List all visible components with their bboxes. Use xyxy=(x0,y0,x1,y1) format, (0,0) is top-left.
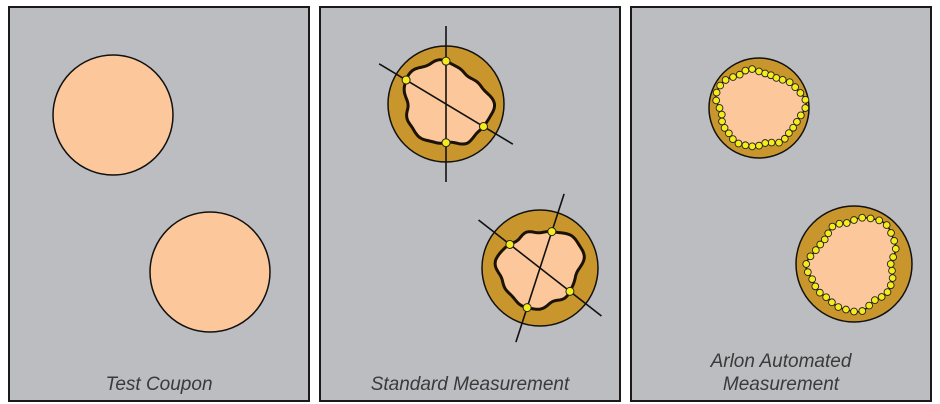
measurement-point xyxy=(875,216,884,225)
measurement-point xyxy=(780,134,789,143)
measurement-point xyxy=(858,213,867,222)
measurement-point xyxy=(796,111,805,120)
measurement-point xyxy=(890,236,899,245)
measurement-point xyxy=(716,81,725,90)
measurement-point xyxy=(547,227,557,237)
measurement-point xyxy=(891,244,900,253)
measurement-point xyxy=(778,75,787,84)
measurement-point xyxy=(835,219,844,228)
measurement-point xyxy=(712,96,721,105)
measurement-point xyxy=(820,235,829,244)
measurement-point xyxy=(871,296,879,304)
measurement-point xyxy=(741,66,750,75)
measurement-point xyxy=(522,303,532,313)
measurement-point xyxy=(735,70,744,79)
measurement-point xyxy=(802,260,811,268)
measurement-point xyxy=(796,89,805,97)
measurement-point xyxy=(725,129,733,138)
caption-arlon-automated-line1: Arlon Automated xyxy=(710,351,853,372)
measurement-point xyxy=(793,117,801,126)
measurement-point xyxy=(816,288,824,297)
measurement-point xyxy=(401,75,411,85)
measurement-point xyxy=(801,104,810,112)
measurement-point xyxy=(441,56,451,66)
measurement-point xyxy=(803,268,812,276)
automated-hole-bottom xyxy=(795,205,913,323)
measurement-point xyxy=(729,73,737,81)
measurement-point xyxy=(785,129,793,137)
measurement-point xyxy=(729,135,737,143)
measurement-point xyxy=(824,229,833,238)
caption-standard-measurement: Standard Measurement xyxy=(371,374,570,395)
measurement-point xyxy=(767,138,776,147)
caption-arlon-automated-line2: Measurement xyxy=(723,374,840,395)
panel-background xyxy=(8,6,310,402)
measurement-line xyxy=(478,219,602,317)
measurement-point xyxy=(850,307,858,316)
coupon-hole-bottom xyxy=(149,211,271,333)
measurement-point xyxy=(441,138,451,148)
measurement-point xyxy=(748,142,757,151)
measurement-point xyxy=(718,117,726,126)
measurement-point xyxy=(755,141,763,150)
measurement-point xyxy=(886,260,895,268)
measurement-point xyxy=(811,246,820,254)
coupon-hole-top xyxy=(52,54,174,176)
measurement-point xyxy=(811,282,820,291)
measurement-point xyxy=(785,78,794,87)
measurement-point xyxy=(828,222,837,231)
measurement-point xyxy=(806,252,815,261)
measurement-point xyxy=(801,95,810,104)
hole-edge xyxy=(402,58,496,146)
measurement-point xyxy=(720,124,729,132)
measurement-point xyxy=(850,216,858,224)
measurement-point xyxy=(505,239,515,249)
standard-hole-bottom xyxy=(478,193,602,343)
measurement-point xyxy=(828,298,836,307)
measurement-point xyxy=(721,76,730,84)
measurement-point xyxy=(834,303,843,311)
measurement-point xyxy=(741,141,750,150)
measurement-point xyxy=(791,83,800,91)
measurement-point xyxy=(888,274,897,282)
caption-test-coupon: Test Coupon xyxy=(105,374,212,395)
measurement-point xyxy=(816,240,825,249)
measurement-point xyxy=(808,275,817,284)
standard-hole-top xyxy=(378,26,514,182)
panel-arlon-automated: Arlon Automated Measurement xyxy=(630,6,932,402)
measurement-point xyxy=(865,301,873,310)
measurement-point xyxy=(866,214,875,223)
measurement-point xyxy=(888,266,896,275)
measurement-point xyxy=(883,288,892,296)
measurement-point xyxy=(717,110,726,119)
measurement-point xyxy=(886,281,895,290)
measurement-point xyxy=(734,139,743,148)
measurement-point xyxy=(715,104,724,112)
measurement-point xyxy=(877,293,886,301)
measurement-point xyxy=(889,253,897,261)
measurement-point xyxy=(565,286,575,296)
measurement-point xyxy=(748,65,756,73)
measurement-point xyxy=(772,74,781,82)
panel-test-coupon: Test Coupon xyxy=(8,6,310,402)
measurement-point xyxy=(842,219,851,227)
measurement-point xyxy=(887,229,895,237)
measurement-point xyxy=(822,293,831,302)
measurement-line xyxy=(378,63,514,145)
automated-hole-top xyxy=(708,57,810,159)
measurement-point xyxy=(882,221,891,229)
measurement-point xyxy=(789,123,798,132)
measurement-point xyxy=(712,88,721,97)
measurement-point xyxy=(775,138,783,147)
measurement-point xyxy=(842,305,850,314)
measurement-point xyxy=(858,307,867,315)
panel-standard-measurement: Standard Measurement xyxy=(319,6,621,402)
measurement-point xyxy=(478,122,488,132)
